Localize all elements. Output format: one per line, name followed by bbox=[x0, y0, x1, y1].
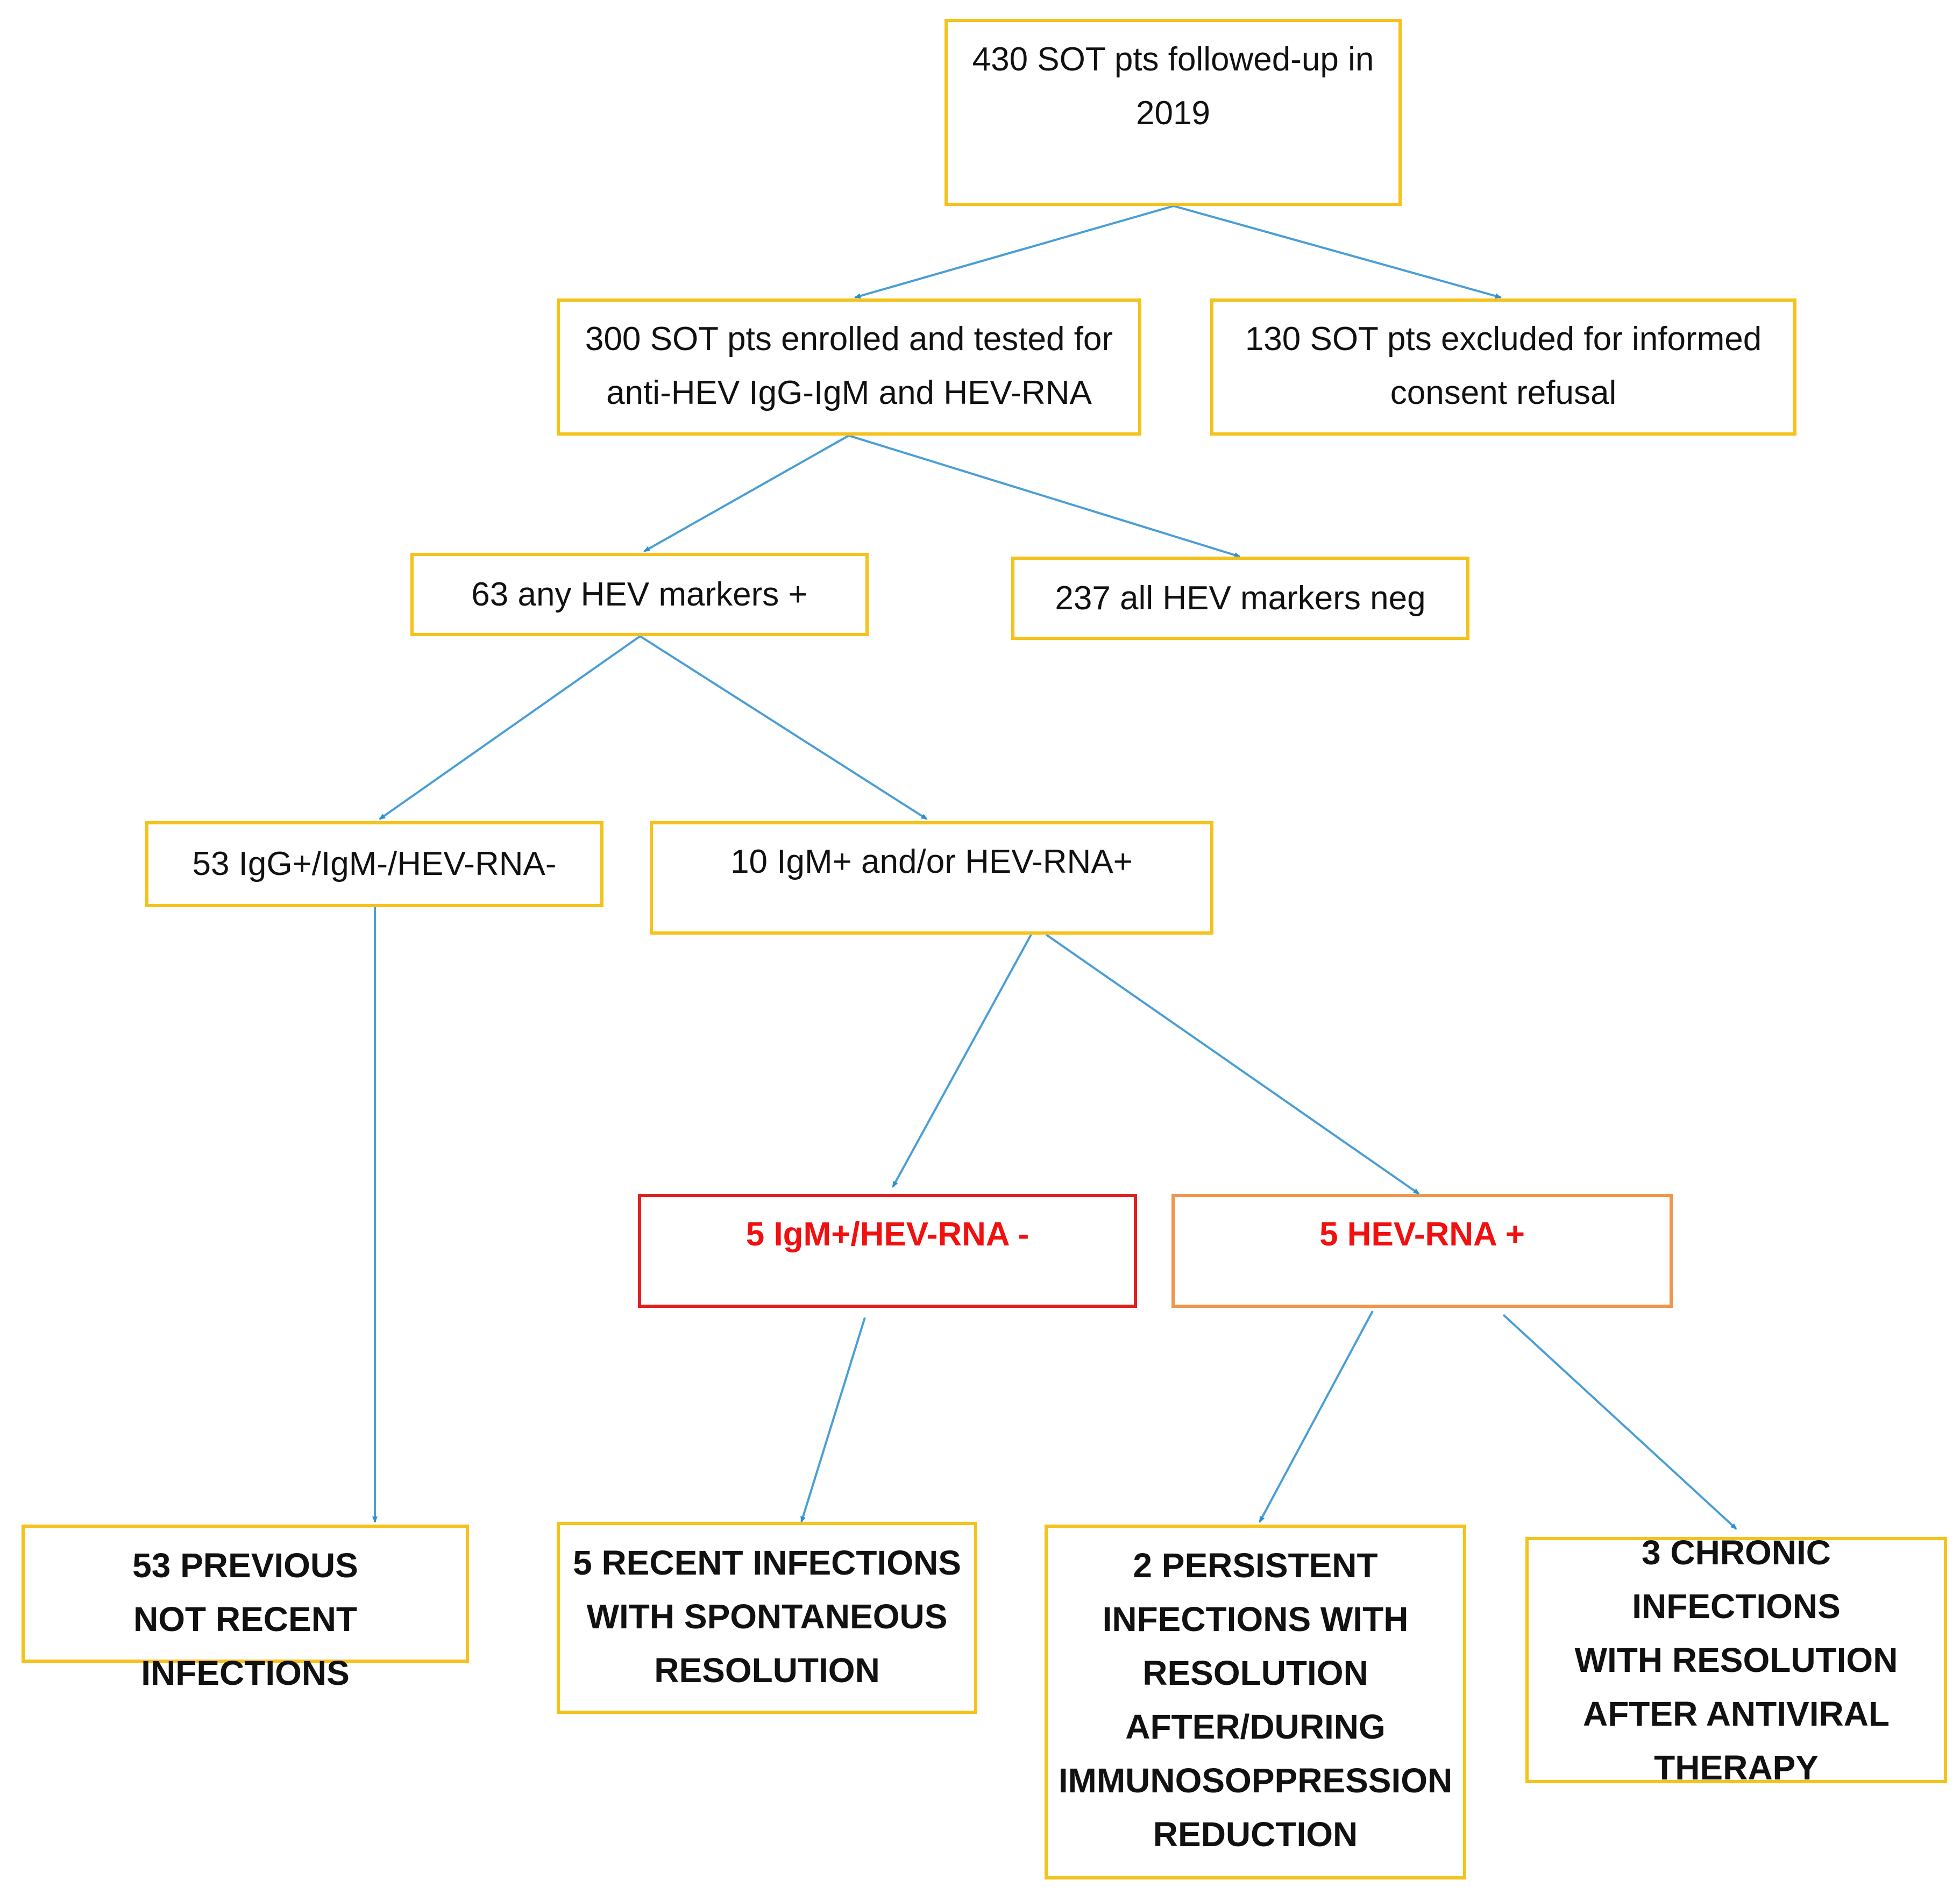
node-any-positive: 63 any HEV markers + bbox=[410, 553, 869, 636]
node-enrolled-label: 300 SOT pts enrolled and tested for anti… bbox=[585, 321, 1113, 411]
node-root-label: 430 SOT pts followed-up in 2019 bbox=[972, 41, 1374, 132]
node-igm-rna-neg: 5 IgM+/HEV-RNA - bbox=[638, 1194, 1137, 1308]
arrow-root-to-enrolled bbox=[854, 205, 1174, 299]
node-persistent-label: 2 PERSISTENT INFECTIONS WITH RESOLUTION … bbox=[1058, 1546, 1453, 1854]
node-enrolled: 300 SOT pts enrolled and tested for anti… bbox=[557, 298, 1141, 436]
node-excluded: 130 SOT pts excluded for informed consen… bbox=[1210, 298, 1796, 436]
node-excluded-label: 130 SOT pts excluded for informed consen… bbox=[1245, 321, 1762, 411]
arrow-enrolled-to-any-positive bbox=[643, 435, 849, 552]
node-recent: 5 RECENT INFECTIONS WITH SPONTANEOUS RES… bbox=[557, 1522, 977, 1714]
arrow-igm-or-rna-to-rna-pos bbox=[1045, 934, 1420, 1195]
arrow-rna-pos-to-persistent bbox=[1259, 1311, 1374, 1523]
node-igm-or-rna-label: 10 IgM+ and/or HEV-RNA+ bbox=[730, 843, 1133, 880]
node-previous-label: 53 PREVIOUS NOT RECENT INFECTIONS bbox=[132, 1546, 358, 1692]
node-persistent: 2 PERSISTENT INFECTIONS WITH RESOLUTION … bbox=[1045, 1525, 1466, 1879]
arrow-any-positive-to-igm-or-rna bbox=[639, 635, 928, 820]
arrow-igm-or-rna-to-igm-rna-neg bbox=[892, 934, 1032, 1188]
node-igg-only: 53 IgG+/IgM-/HEV-RNA- bbox=[145, 821, 603, 907]
node-igg-only-label: 53 IgG+/IgM-/HEV-RNA- bbox=[192, 845, 557, 882]
node-rna-pos-label: 5 HEV-RNA + bbox=[1319, 1216, 1525, 1253]
arrow-any-positive-to-igg-only bbox=[379, 635, 641, 820]
node-rna-pos: 5 HEV-RNA + bbox=[1171, 1194, 1673, 1308]
node-igm-or-rna: 10 IgM+ and/or HEV-RNA+ bbox=[650, 821, 1213, 935]
node-chronic: 3 CHRONIC INFECTIONS WITH RESOLUTION AFT… bbox=[1525, 1533, 1947, 1787]
arrow-rna-pos-to-chronic bbox=[1502, 1314, 1737, 1530]
node-all-negative: 237 all HEV markers neg bbox=[1011, 557, 1469, 640]
node-chronic-label: 3 CHRONIC INFECTIONS WITH RESOLUTION AFT… bbox=[1574, 1533, 1898, 1787]
arrow-root-to-excluded bbox=[1173, 205, 1502, 299]
node-recent-label: 5 RECENT INFECTIONS WITH SPONTANEOUS RES… bbox=[573, 1543, 961, 1690]
node-any-positive-label: 63 any HEV markers + bbox=[471, 575, 808, 613]
node-igm-rna-neg-label: 5 IgM+/HEV-RNA - bbox=[745, 1216, 1029, 1253]
node-previous: 53 PREVIOUS NOT RECENT INFECTIONS bbox=[22, 1525, 469, 1692]
node-all-negative-label: 237 all HEV markers neg bbox=[1055, 579, 1426, 617]
arrow-enrolled-to-all-negative bbox=[848, 435, 1241, 558]
node-root: 430 SOT pts followed-up in 2019 bbox=[945, 19, 1402, 206]
arrow-igm-rna-neg-to-recent bbox=[800, 1317, 866, 1523]
